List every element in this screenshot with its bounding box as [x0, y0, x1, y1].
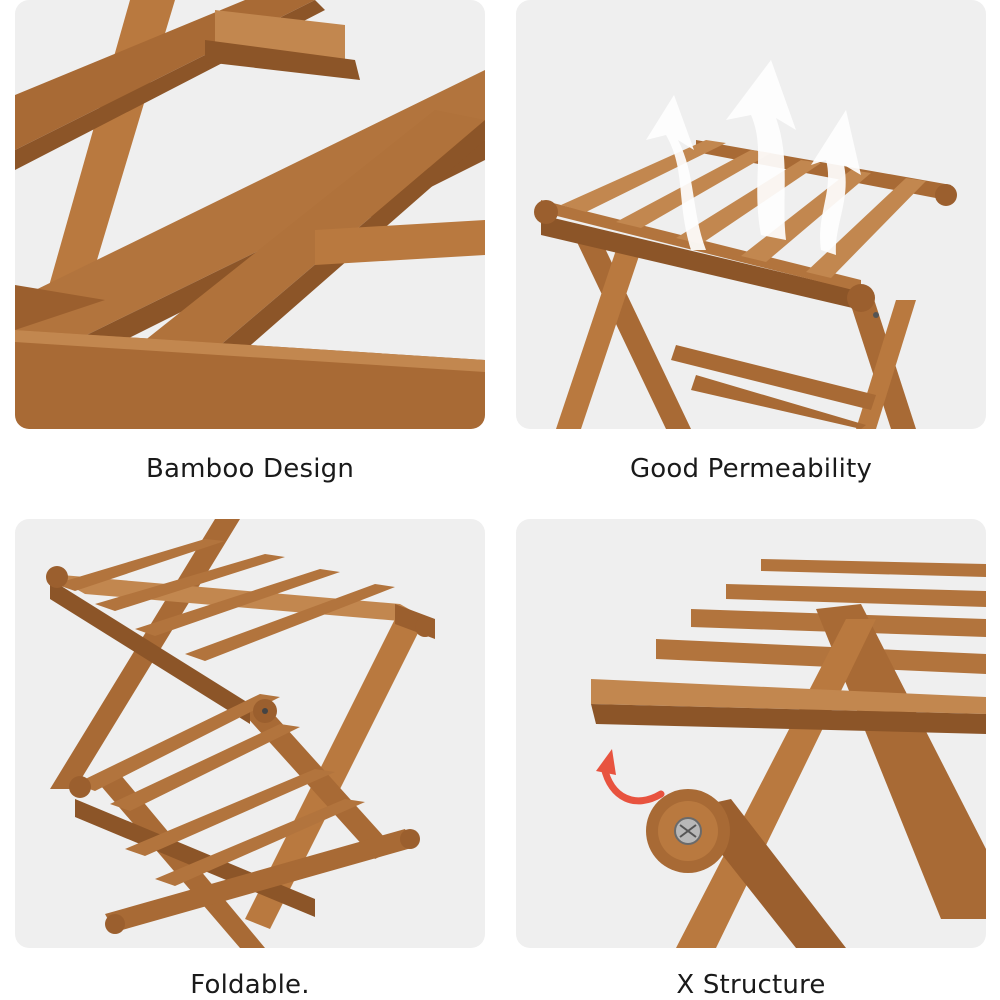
caption-bamboo-design: Bamboo Design [145, 454, 355, 484]
caption-good-permeability: Good Permeability [629, 454, 873, 484]
panel-bamboo-design [15, 0, 485, 429]
airflow-arrow-icon [646, 60, 861, 255]
caption-foldable: Foldable. [190, 970, 310, 1000]
foldable-rack-illustration [46, 519, 435, 948]
panel-foldable [15, 519, 485, 948]
rotate-arrow-icon [596, 749, 665, 805]
panel-good-permeability [516, 0, 986, 429]
screw-icon [674, 817, 702, 845]
permeability-illustration [534, 60, 957, 429]
panel-x-structure [516, 519, 986, 948]
x-structure-illustration [591, 559, 986, 948]
bamboo-closeup-illustration [15, 0, 485, 429]
caption-x-structure: X Structure [676, 970, 826, 1000]
